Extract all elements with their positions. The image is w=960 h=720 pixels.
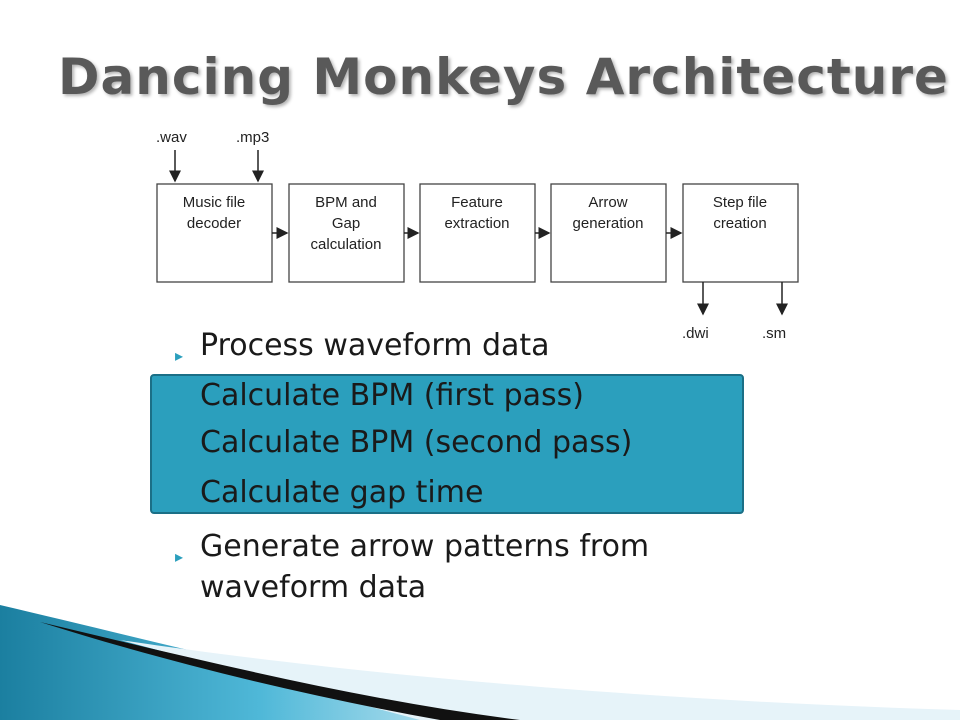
- stage-box-feature-extraction: [419, 183, 536, 283]
- stage-box-music-decoder: [156, 183, 273, 283]
- stage-label-feature-2: extraction: [444, 215, 509, 232]
- stage-label-bpm-1: BPM and: [315, 194, 377, 211]
- stage-label-bpm-2: Gap: [332, 215, 360, 232]
- stage-label-arrow-1: Arrow: [588, 194, 627, 211]
- slide-title: Dancing Monkeys Architecture: [58, 48, 949, 106]
- footer-swoosh: [0, 605, 960, 720]
- stage-label-music-2: decoder: [187, 215, 241, 232]
- stage-label-step-2: creation: [713, 215, 766, 232]
- footer-swoosh-blue: [0, 605, 520, 720]
- highlight-box: [150, 374, 744, 514]
- stage-label-bpm-3: calculation: [311, 236, 382, 253]
- stage-box-arrow-generation: [550, 183, 667, 283]
- bullet-text: Calculate BPM (second pass): [200, 425, 633, 460]
- stage-box-bpm-gap: [288, 183, 405, 283]
- output-label-sm: .sm: [762, 325, 786, 342]
- input-label-mp3: .mp3: [236, 129, 269, 146]
- bullet-marker-icon: ▸: [175, 346, 184, 365]
- bullet-text: Generate arrow patterns from: [200, 529, 650, 564]
- output-label-dwi: .dwi: [682, 325, 709, 342]
- input-label-wav: .wav: [156, 129, 187, 146]
- bullet-text: Calculate gap time: [200, 475, 484, 510]
- stage-box-step-file: [682, 183, 799, 283]
- stage-label-step-1: Step file: [713, 194, 767, 211]
- bullet-text: Calculate BPM (first pass): [200, 378, 584, 413]
- bullet-marker-icon: ▸: [175, 547, 184, 566]
- bullet-text: waveform data: [200, 570, 427, 605]
- architecture-diagram: .wav .mp3 Music file decoder BPM and Gap…: [156, 129, 799, 342]
- stage-label-arrow-2: generation: [573, 215, 644, 232]
- stage-label-music-1: Music file: [183, 194, 246, 211]
- bullet-text: Process waveform data: [200, 328, 550, 363]
- stage-label-feature-1: Feature: [451, 194, 503, 211]
